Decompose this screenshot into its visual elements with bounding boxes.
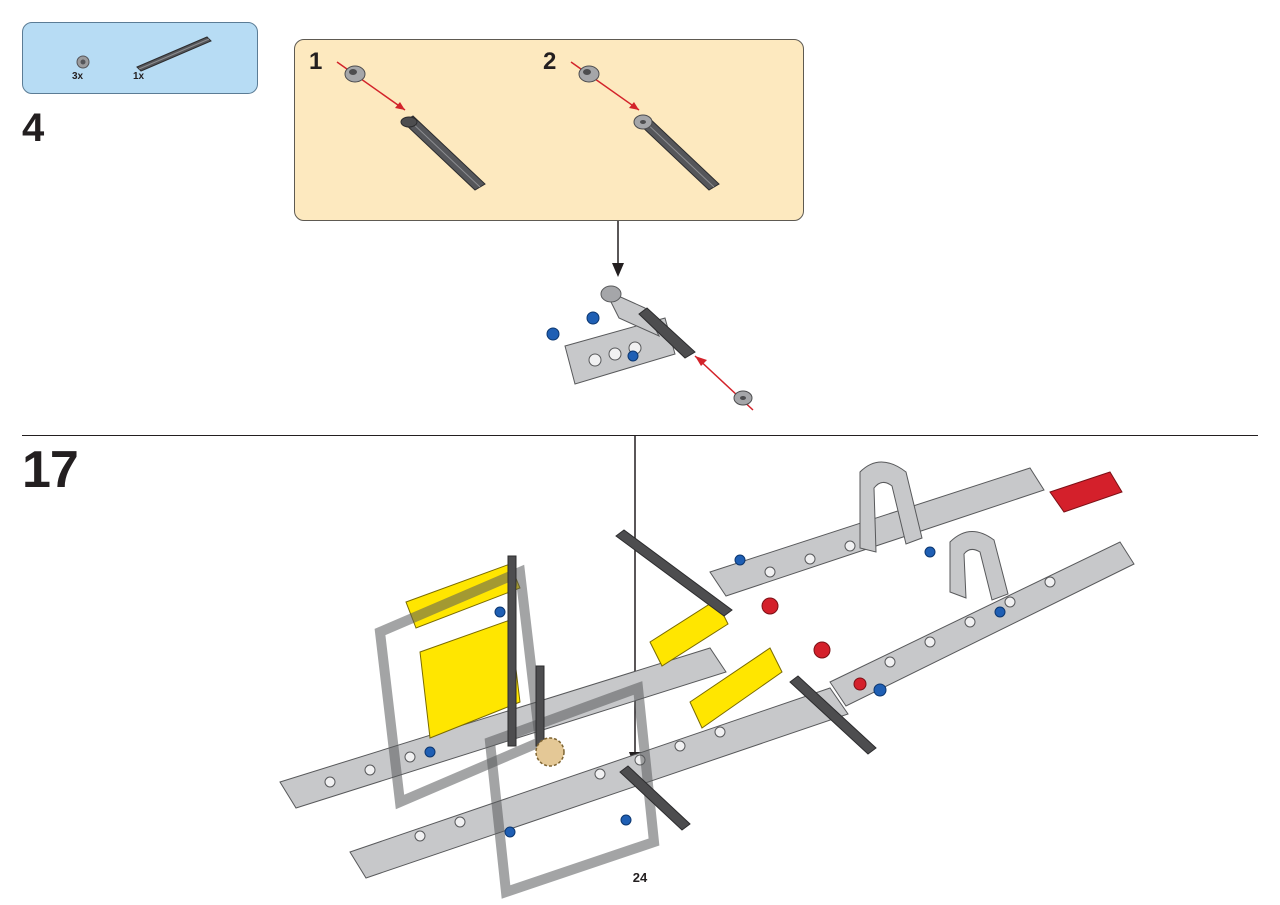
- callout-pointer-arrow: [612, 221, 624, 277]
- substep-number: 4: [22, 106, 44, 150]
- callout-step-2-illustration: [570, 61, 720, 191]
- chassis-model-illustration: [279, 461, 1135, 899]
- callout-step-1-number: 1: [309, 48, 323, 75]
- step-divider-line: [22, 435, 1258, 436]
- page-number: 24: [632, 870, 648, 885]
- main-step-number: 17: [22, 441, 79, 499]
- callout-step-1-illustration: [336, 61, 486, 191]
- callout-step-2-number: 2: [543, 48, 557, 75]
- part-qty-axle: 1x: [133, 71, 145, 82]
- bush-part-icon: [76, 55, 90, 69]
- part-qty-bush: 3x: [72, 71, 84, 82]
- axle-part-icon: [136, 36, 212, 72]
- callout-box: 1 2: [294, 39, 804, 221]
- subassembly-illustration: [546, 285, 754, 411]
- parts-list-box: 3x 1x: [22, 22, 258, 94]
